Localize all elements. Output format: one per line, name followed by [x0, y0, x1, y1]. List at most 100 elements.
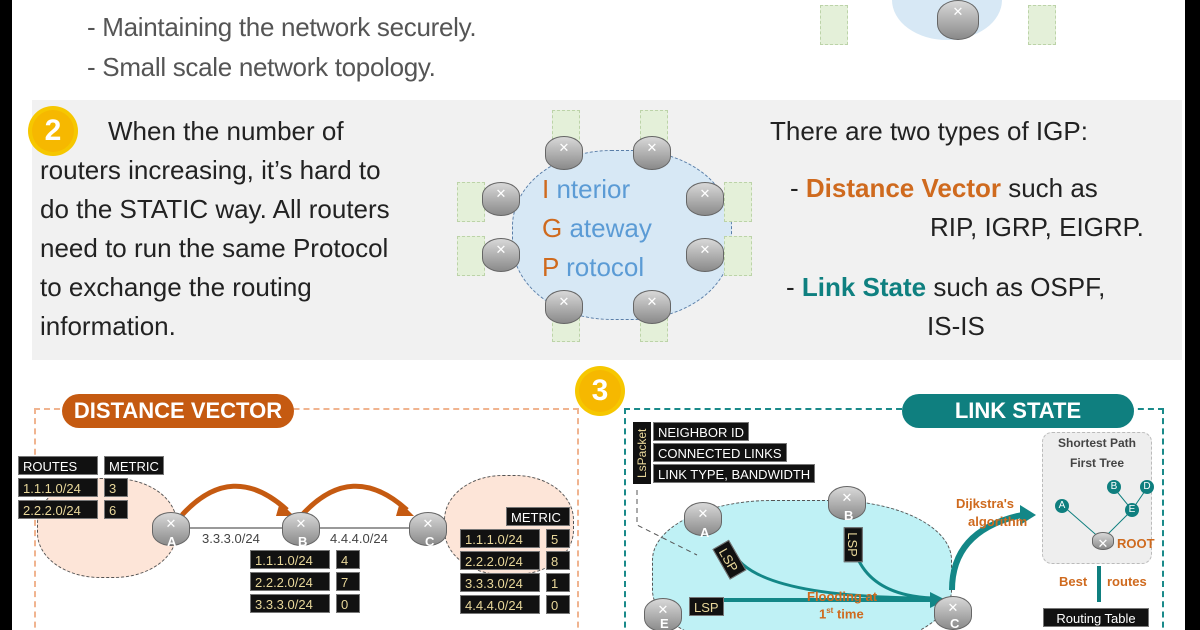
router-icon: [482, 182, 520, 216]
router-e-label: E: [660, 616, 669, 630]
tree-node-d: D: [1140, 480, 1154, 494]
best-routes-arrow: [1097, 566, 1101, 602]
ls-examples: IS-IS: [927, 311, 985, 341]
link-state-title: LINK STATE: [902, 394, 1134, 428]
dv-examples: RIP, IGRP, EIGRP.: [930, 212, 1144, 242]
metric-b-cell: 4: [336, 550, 360, 569]
router-icon: [545, 290, 583, 324]
metric-header: METRIC: [104, 456, 164, 475]
link-ab-label: 3.3.3.0/24: [202, 531, 260, 546]
route-b-cell: 3.3.3.0/24: [250, 594, 330, 613]
dv-rest: such as: [1000, 173, 1098, 203]
igp-cloud: [512, 150, 732, 320]
spf-title-2: First Tree: [1069, 456, 1125, 470]
router-a-label: A: [167, 534, 177, 549]
time-text: time: [833, 606, 864, 622]
router-icon: [482, 238, 520, 272]
link-bc-label: 4.4.4.0/24: [330, 531, 388, 546]
router-b: [282, 512, 320, 546]
route-c-cell: 1.1.1.0/24: [460, 529, 540, 548]
router-c-label: C: [425, 534, 435, 549]
router-icon: [937, 0, 979, 40]
ordinal-suffix: st: [826, 606, 834, 615]
route-a-cell: 2.2.2.0/24: [18, 500, 98, 519]
metric-c-cell: 0: [546, 595, 570, 614]
igp-text-line: When the number of: [108, 116, 344, 146]
routes-label: routes: [1107, 574, 1147, 589]
router-c-label: C: [950, 616, 960, 630]
host-box: [724, 182, 752, 222]
best-label: Best: [1059, 574, 1088, 589]
ls-rest: such as OSPF,: [926, 272, 1106, 302]
infographic-page: - Maintaining the network securely. - Sm…: [12, 0, 1185, 630]
router-b-label: B: [298, 534, 308, 549]
route-c-cell: 4.4.4.0/24: [460, 595, 540, 614]
distance-vector-frame: [34, 408, 579, 630]
igp-i: I: [542, 174, 550, 204]
bullet-small-scale: - Small scale network topology.: [87, 52, 436, 82]
igp-text-line: to exchange the routing: [40, 272, 312, 302]
router-icon: [686, 238, 724, 272]
igp-acronym: I nterior G ateway P rotocol: [542, 170, 652, 287]
dash: -: [790, 173, 806, 203]
igp-types-title: There are two types of IGP:: [770, 116, 1088, 146]
ordinal-number: 1: [819, 606, 827, 622]
router-a: [152, 512, 190, 546]
packet-field: CONNECTED LINKS: [653, 443, 787, 462]
igp-type-dv: - Distance Vector such as: [790, 169, 1098, 207]
ls-name: Link State: [801, 272, 927, 302]
root-label: ROOT: [1117, 536, 1155, 551]
dijkstra-label: Dijkstra's: [956, 496, 1015, 511]
spf-title: Shortest Path: [1057, 436, 1136, 450]
route-c-cell: 3.3.3.0/24: [460, 573, 540, 592]
algorithm-label: algorithm: [968, 514, 1028, 529]
igp-text-line: routers increasing, it’s hard to: [40, 155, 381, 185]
router-icon: [633, 136, 671, 170]
router-b: [828, 486, 866, 520]
igp-protocol: rotocol: [566, 252, 645, 282]
packet-field: LINK TYPE, BANDWIDTH: [653, 464, 816, 483]
router-e: [644, 598, 682, 630]
igp-text-line: do the STATIC way. All routers: [40, 194, 390, 224]
route-a-cell: 1.1.1.0/24: [18, 478, 98, 497]
lsp-tag: LSP: [689, 597, 724, 616]
router-c: [409, 512, 447, 546]
distance-vector-title: DISTANCE VECTOR: [62, 394, 294, 428]
packet-field: NEIGHBOR ID: [653, 422, 749, 441]
metric-a-cell: 3: [104, 478, 128, 497]
link-state-frame: [624, 408, 1164, 630]
igp-type-ls: - Link State such as OSPF,: [786, 268, 1105, 306]
igp-p: P: [542, 252, 559, 282]
metric-header-c: METRIC: [506, 507, 570, 526]
router-a: [684, 502, 722, 536]
root-router-icon: [1092, 532, 1114, 552]
router-a-label: A: [700, 525, 710, 540]
dash: -: [786, 272, 802, 302]
router-b-label: B: [844, 508, 854, 523]
tree-node-b: B: [1107, 480, 1121, 494]
route-c-cell: 2.2.2.0/24: [460, 551, 540, 570]
metric-b-cell: 7: [336, 572, 360, 591]
route-b-cell: 2.2.2.0/24: [250, 572, 330, 591]
router-icon: [633, 290, 671, 324]
host-box: [457, 236, 485, 276]
flooding-label: Flooding at: [807, 589, 878, 604]
host-box: [724, 236, 752, 276]
router-icon: [686, 182, 724, 216]
tree-node-e: E: [1125, 503, 1139, 517]
metric-c-cell: 1: [546, 573, 570, 592]
host-box: [820, 5, 848, 45]
route-b-cell: 1.1.1.0/24: [250, 550, 330, 569]
igp-gateway: ateway: [569, 213, 652, 243]
step-3-badge: 3: [579, 370, 621, 412]
metric-c-cell: 5: [546, 529, 570, 548]
lsp-tag: LSP: [843, 527, 863, 562]
flooding-label-2: 1st time: [819, 606, 864, 621]
router-icon: [545, 136, 583, 170]
dv-name: Distance Vector: [805, 173, 1001, 203]
metric-c-cell: 8: [546, 551, 570, 570]
routing-table-label: Routing Table: [1043, 608, 1149, 627]
routes-header: ROUTES: [18, 456, 98, 475]
bullet-maintaining: - Maintaining the network securely.: [87, 12, 477, 42]
igp-interior: nterior: [556, 174, 631, 204]
